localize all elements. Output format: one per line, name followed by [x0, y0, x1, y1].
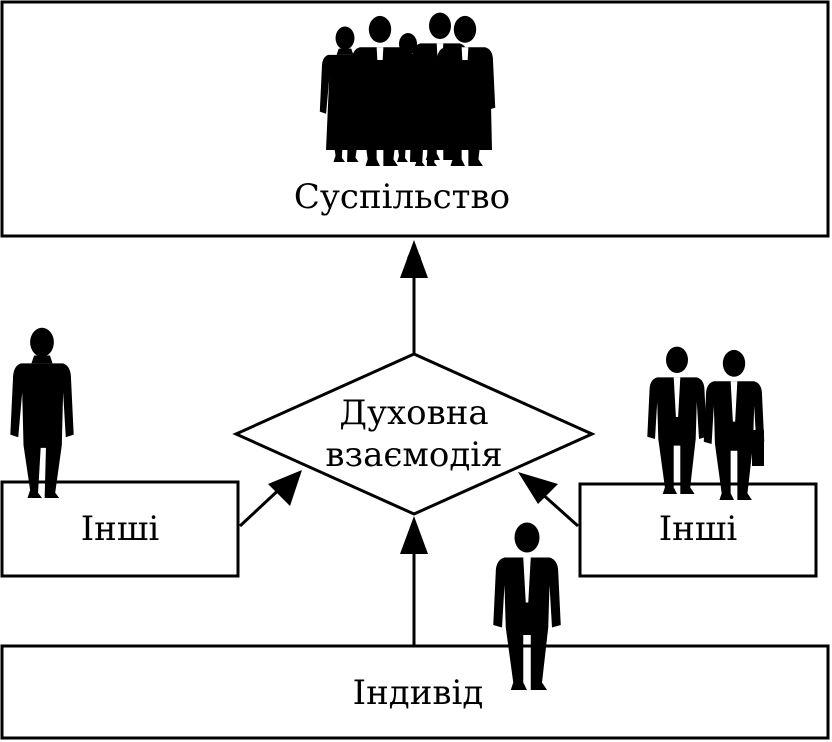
others-right-box — [578, 482, 818, 578]
individual-box — [0, 644, 830, 740]
arrow-head-right — [518, 472, 558, 504]
briefcase-icon — [752, 430, 764, 466]
arrow-head-individual — [400, 516, 428, 554]
arrow-from-right — [538, 490, 580, 528]
arrow-head-left — [268, 470, 302, 506]
businessman-icon — [647, 346, 765, 500]
interaction-diamond — [232, 352, 596, 516]
crowd-icon — [319, 12, 496, 167]
individual-label: Індивід — [353, 673, 484, 713]
others-right-label: Інші — [659, 509, 738, 549]
person-icon — [10, 327, 74, 498]
interaction-label-line2: взаємодія — [325, 435, 502, 475]
interaction-label-line1: Духовна — [339, 393, 488, 433]
society-label: Суспільство — [294, 177, 510, 217]
others-left-label: Інші — [81, 509, 160, 549]
arrow-head-society — [400, 240, 428, 278]
